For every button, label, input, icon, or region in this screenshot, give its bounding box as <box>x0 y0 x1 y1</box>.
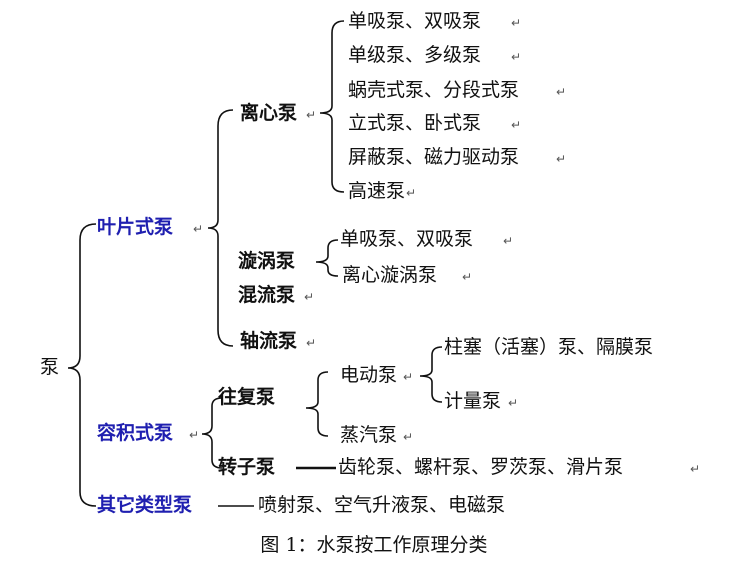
paragraph-mark: ↵ <box>189 428 200 442</box>
brace-vortex <box>315 239 339 277</box>
paragraph-mark: ↵ <box>511 118 522 132</box>
centrifugal-item: 单吸泵、双吸泵 <box>348 10 482 32</box>
rotary-items: 齿轮泵、螺杆泵、罗茨泵、滑片泵 <box>338 456 624 478</box>
axial-flow-label: 轴流泵 <box>240 330 298 352</box>
paragraph-mark: ↵ <box>403 370 414 384</box>
paragraph-mark: ↵ <box>403 430 414 444</box>
brace-electric <box>419 346 443 403</box>
paragraph-mark: ↵ <box>556 85 567 99</box>
centrifugal-item: 立式泵、卧式泵 <box>348 112 482 134</box>
paragraph-mark: ↵ <box>306 336 317 350</box>
other-items: 喷射泵、空气升液泵、电磁泵 <box>258 494 506 516</box>
electric-pump-label: 电动泵 <box>340 364 398 386</box>
paragraph-mark: ↵ <box>306 108 317 122</box>
root-label: 泵 <box>40 356 60 378</box>
vortex-label: 漩涡泵 <box>238 250 296 272</box>
paragraph-mark: ↵ <box>556 152 567 166</box>
brace-pd <box>201 397 223 469</box>
brace-reciprocating <box>305 371 329 437</box>
paragraph-mark: ↵ <box>511 50 522 64</box>
category-pd-label: 容积式泵 <box>97 422 174 444</box>
rotary-label: 转子泵 <box>218 456 276 478</box>
paragraph-mark: ↵ <box>511 16 522 30</box>
vortex-item: 离心漩涡泵 <box>342 264 438 286</box>
brace-root <box>67 223 97 507</box>
paragraph-mark: ↵ <box>508 396 519 410</box>
electric-item: 柱塞（活塞）泵、隔膜泵 <box>444 336 654 358</box>
centrifugal-item: 高速泵 <box>348 180 406 202</box>
paragraph-mark: ↵ <box>503 234 514 248</box>
mixed-flow-label: 混流泵 <box>238 284 296 306</box>
steam-pump-label: 蒸汽泵 <box>340 424 398 446</box>
brace-centrifugal <box>319 20 345 193</box>
category-other-label: 其它类型泵 <box>97 494 193 516</box>
category-vane-label: 叶片式泵 <box>97 216 174 238</box>
electric-item: 计量泵 <box>444 390 502 412</box>
figure-caption: 图 1：水泵按工作原理分类 <box>260 534 488 556</box>
centrifugal-item: 屏蔽泵、磁力驱动泵 <box>348 146 520 168</box>
reciprocating-label: 往复泵 <box>218 386 276 408</box>
paragraph-mark: ↵ <box>406 186 417 200</box>
centrifugal-label: 离心泵 <box>240 102 298 124</box>
vortex-item: 单吸泵、双吸泵 <box>340 228 474 250</box>
centrifugal-item: 蜗壳式泵、分段式泵 <box>348 79 520 101</box>
paragraph-mark: ↵ <box>690 462 701 476</box>
brace-vane <box>207 109 234 347</box>
centrifugal-item: 单级泵、多级泵 <box>348 44 482 66</box>
paragraph-mark: ↵ <box>193 222 204 236</box>
paragraph-mark: ↵ <box>304 290 315 304</box>
paragraph-mark: ↵ <box>462 270 473 284</box>
